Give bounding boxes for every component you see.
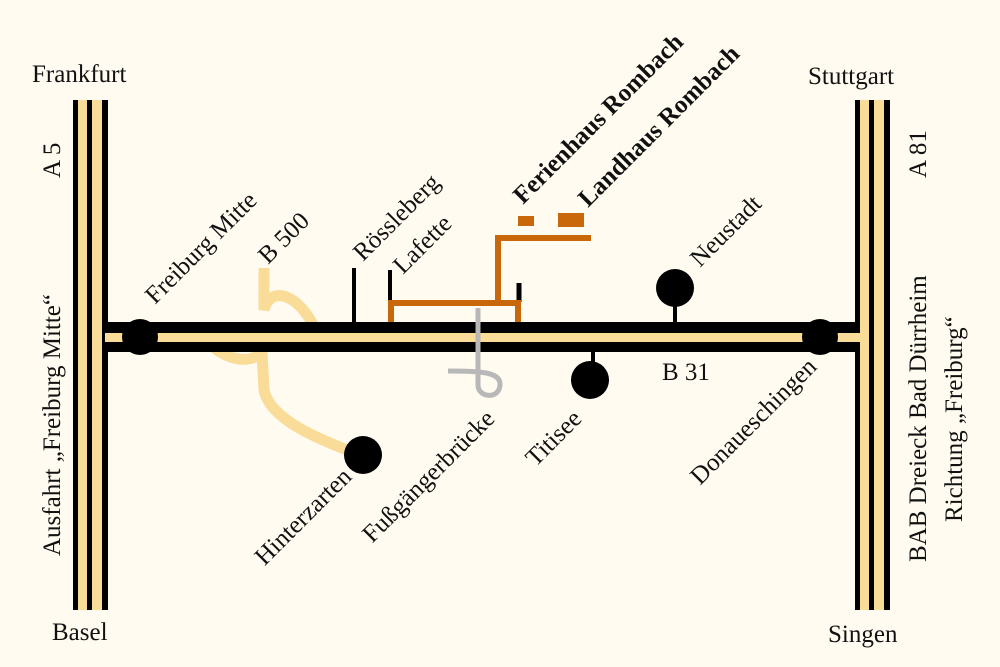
landhaus-marker bbox=[558, 213, 584, 227]
motorway-a81 bbox=[855, 100, 890, 610]
label-singen: Singen bbox=[828, 621, 898, 648]
label-frankfurt: Frankfurt bbox=[32, 61, 126, 88]
label-a81: A 81 bbox=[905, 130, 932, 178]
motorway-a5 bbox=[73, 100, 108, 610]
ferienhaus-marker bbox=[518, 216, 534, 226]
footbridge-path bbox=[447, 308, 503, 398]
freiburg-junction-dot bbox=[122, 319, 158, 355]
neustadt-dot bbox=[656, 269, 694, 307]
road-b31 bbox=[105, 322, 860, 352]
label-a5: A 5 bbox=[39, 143, 66, 178]
titisee-dot bbox=[571, 361, 609, 399]
label-b31: B 31 bbox=[662, 359, 710, 386]
side-roads bbox=[352, 268, 677, 372]
label-right-junction: BAB Dreieck Bad Dürrheim bbox=[905, 275, 932, 562]
hinterzarten-dot bbox=[344, 436, 382, 474]
label-stuttgart: Stuttgart bbox=[808, 63, 894, 90]
label-left-exit: Ausfahrt „Freiburg Mitte“ bbox=[39, 294, 66, 556]
donaueschingen-junction-dot bbox=[802, 319, 838, 355]
b500-road bbox=[204, 268, 362, 461]
route-to-rombach bbox=[388, 235, 591, 322]
label-right-direction: Richtung „Freiburg“ bbox=[941, 316, 968, 522]
label-basel: Basel bbox=[52, 619, 108, 646]
